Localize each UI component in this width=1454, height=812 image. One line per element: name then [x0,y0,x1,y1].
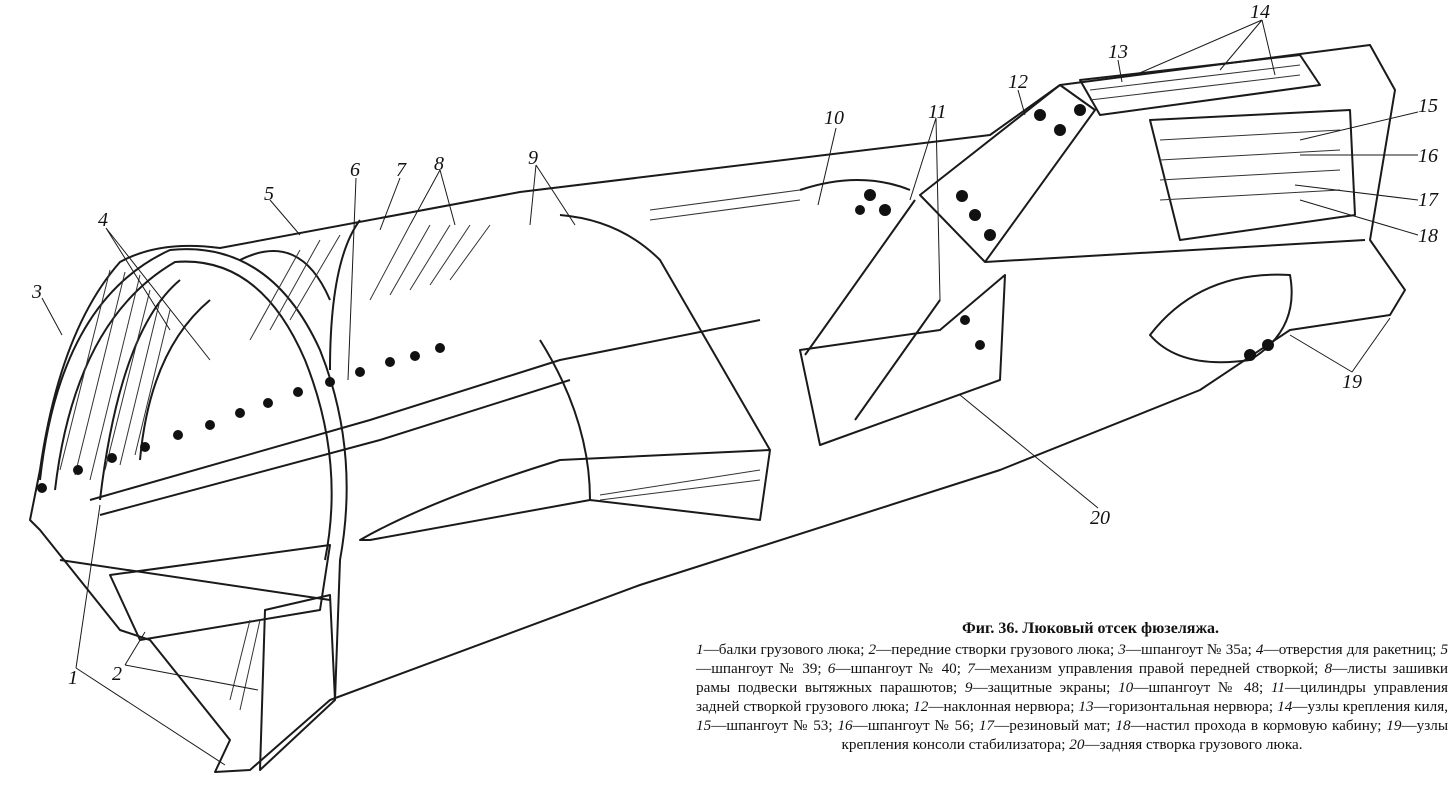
legend-item: 18—настил прохода в кормовую кабину; [1115,717,1382,734]
legend-item: 6—шпангоут № 40; [827,660,961,677]
callout-5: 5 [264,183,274,205]
legend-item: 15—шпангоут № 53; [696,717,833,734]
callout-9: 9 [528,147,538,169]
callout-17: 17 [1418,189,1439,211]
legend-item: 2—передние створки грузового люка; [868,641,1115,658]
legend-item: 13—горизонтальная нервюра; [1078,698,1274,715]
horizontal-rib [1079,54,1321,116]
frame-35a [39,248,348,701]
figure-legend: 1—балки грузового люка; 2—передние створ… [696,640,1448,754]
callout-19: 19 [1342,371,1362,393]
callout-8: 8 [434,153,444,175]
legend-item: 5—шпангоут № 39; [696,641,1449,677]
cargo-beam-left [89,319,761,501]
legend-item: 14—узлы крепления киля, [1277,698,1449,715]
legend-item: 1—балки грузового люка; [696,641,865,658]
callout-13: 13 [1108,41,1128,63]
callout-15: 15 [1418,95,1438,117]
figure-title: Фиг. 36. Люковый отсек фюзеляжа. [962,620,1220,637]
callout-12: 12 [1008,71,1028,93]
frame-48 [799,179,911,191]
callout-18: 18 [1418,225,1438,247]
callout-11: 11 [928,101,947,123]
callout-1: 1 [68,667,78,689]
cargo-beam-lower [59,559,331,601]
fuselage-skin [29,44,1406,773]
front-door [109,544,331,641]
callout-16: 16 [1418,145,1438,167]
legend-item: 10—шпангоут № 48; [1118,679,1264,696]
legend-item: 17—резиновый мат; [978,717,1111,734]
legend-item: 16—шпангоут № 56; [837,717,975,734]
legend-item: 9—защитные экраны; [964,679,1111,696]
callout-10: 10 [824,107,844,129]
callout-6: 6 [350,159,360,181]
legend-item: 4—отверстия для ракетниц; [1255,641,1437,658]
legend-item: 3—шпангоут № 35а; [1118,641,1252,658]
callout-3: 3 [31,281,42,303]
legend-item: 11—цилиндры управления задней створкой г… [696,679,1449,715]
rear-bay [1149,109,1356,241]
cylinder-1 [804,199,916,356]
stabilizer-fairing [1149,273,1293,364]
legend-item: 19—узлы крепления консоли стабилизатора; [841,717,1449,753]
legend-item: 12—наклонная нервюра; [913,698,1075,715]
callout-14: 14 [1250,1,1270,23]
legend-item: 8—листы зашивки рамы подвески вытяжных п… [696,660,1449,696]
frame-40 [329,219,361,371]
legend-item: 7—механизм управления правой передней ст… [967,660,1319,677]
inclined-rib [919,84,1096,263]
callout-labels: 1 2 3 4 5 6 7 8 9 10 11 12 13 14 15 16 1… [31,1,1439,689]
callout-7: 7 [396,159,407,181]
legend-item: 20—задняя створка грузового люка. [1069,736,1303,753]
cylinder-2 [854,299,941,421]
callout-20: 20 [1090,507,1110,529]
callout-4: 4 [98,209,108,231]
callout-2: 2 [112,663,122,685]
frame-39 [239,250,331,301]
rear-door [799,274,1006,446]
bay-opening [359,449,771,541]
